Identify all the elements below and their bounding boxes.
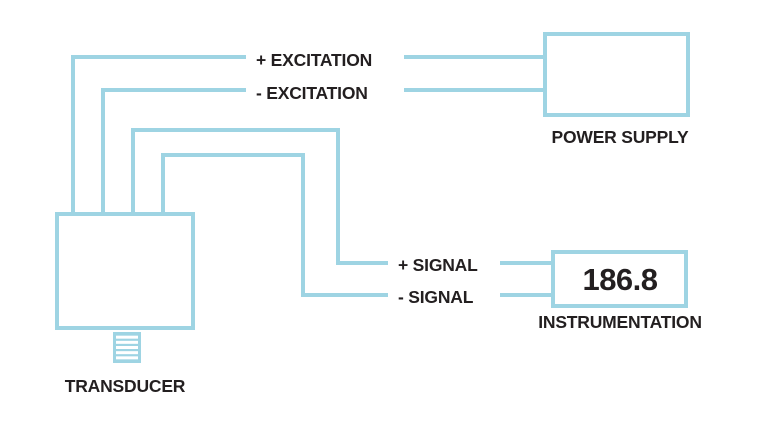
transducer-body (55, 212, 195, 330)
wire-label-minus-excitation: - EXCITATION (256, 83, 368, 103)
transducer-thread-line (116, 351, 138, 355)
transducer-thread-line (116, 346, 138, 349)
transducer-thread-lines (116, 335, 138, 360)
power-supply-label: POWER SUPPLY (552, 127, 690, 147)
transducer-thread-line (116, 356, 138, 360)
transducer-thread-line (116, 340, 138, 344)
transducer-thread-line (116, 335, 138, 339)
wire-plus-excitation-left (71, 55, 246, 212)
power-supply-device: POWER SUPPLY (543, 32, 690, 147)
transducer-device: TRANSDUCER (55, 212, 195, 396)
wire-group (71, 55, 551, 297)
wire-plus-signal-left (131, 128, 388, 265)
transducer-label: TRANSDUCER (65, 376, 186, 396)
instrumentation-readout-value: 186.8 (582, 262, 657, 297)
wire-label-plus-signal: + SIGNAL (398, 255, 478, 275)
instrumentation-display (551, 250, 688, 308)
instrumentation-device: 186.8 INSTRUMENTATION (538, 250, 702, 332)
instrumentation-label: INSTRUMENTATION (538, 312, 702, 332)
wire-label-plus-excitation: + EXCITATION (256, 50, 372, 70)
wire-label-minus-signal: - SIGNAL (398, 287, 474, 307)
wire-minus-signal-left (161, 153, 388, 297)
wire-minus-excitation-left (101, 88, 246, 212)
wire-label-group: + EXCITATION - EXCITATION + SIGNAL - SIG… (256, 50, 478, 307)
power-supply-body (543, 32, 690, 117)
